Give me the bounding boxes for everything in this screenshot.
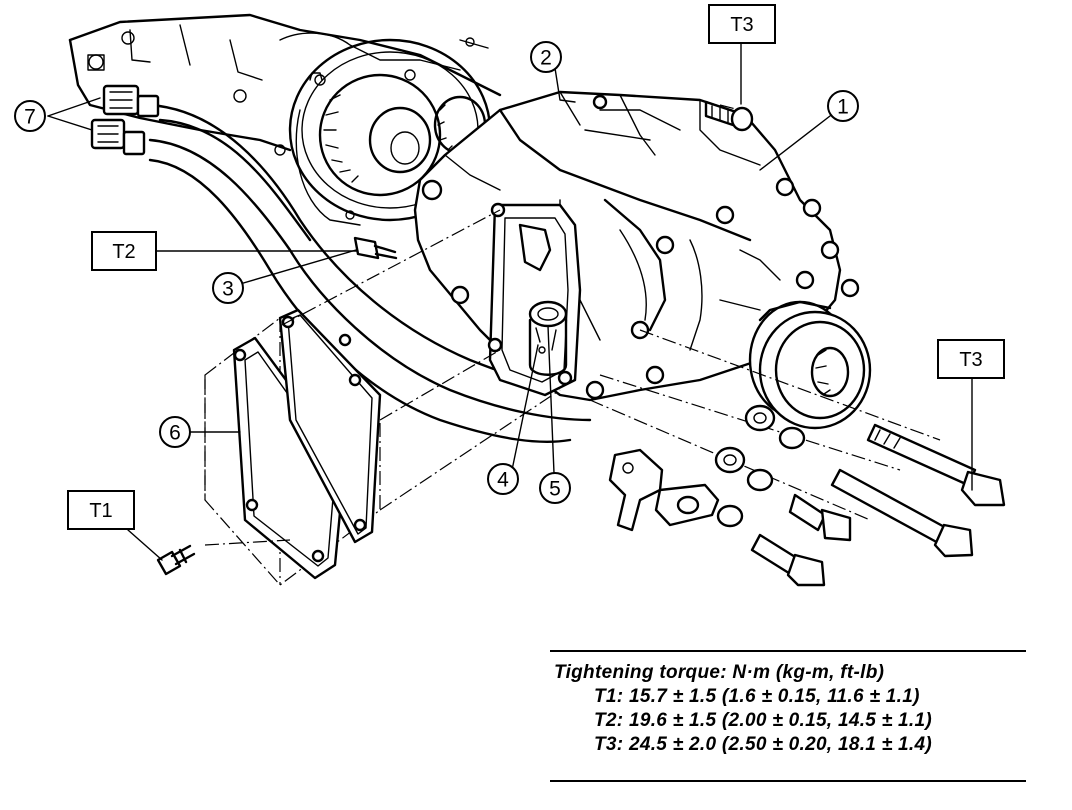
callout-4-label: 4: [497, 469, 509, 492]
callout-5: 5: [539, 472, 571, 504]
callout-7: 7: [14, 100, 46, 132]
torque-row-t3: T3: 24.5 ± 2.0 (2.50 ± 0.20, 18.1 ± 1.4): [594, 734, 932, 755]
callout-1: 1: [827, 90, 859, 122]
torque-box-t3-right-label: T3: [959, 349, 982, 371]
bolt-t1: [156, 544, 196, 576]
torque-box-t3-right: T3: [937, 339, 1005, 379]
callout-7-label: 7: [24, 106, 36, 129]
torque-box-t2-label: T2: [112, 241, 135, 263]
torque-box-t1: T1: [67, 490, 135, 530]
torque-table-title: Tightening torque: N·m (kg-m, ft-lb): [554, 662, 885, 683]
bolts-t3: [750, 423, 1006, 587]
torque-box-t3-top-label: T3: [730, 14, 753, 36]
callout-1-label: 1: [837, 96, 849, 119]
callout-3: 3: [212, 272, 244, 304]
rear-cover-gasket: [278, 308, 382, 544]
callout-2: 2: [530, 41, 562, 73]
leader-lines: [47, 42, 973, 561]
torque-box-t2: T2: [91, 231, 157, 271]
callout-6: 6: [159, 416, 191, 448]
housing-cover-opening: [487, 202, 582, 397]
torque-row-t2: T2: 19.6 ± 1.5 (2.00 ± 0.15, 14.5 ± 1.1): [594, 710, 932, 731]
callout-6-label: 6: [169, 422, 181, 445]
connectors: [90, 84, 160, 156]
bolt-t2: [353, 236, 398, 260]
table-top-rule: [550, 650, 1026, 652]
torque-box-t1-label: T1: [89, 500, 112, 522]
table-bottom-rule: [550, 780, 1026, 782]
rear-cover: [204, 317, 381, 586]
mounting-bracket: [608, 448, 720, 532]
callout-3-label: 3: [222, 278, 234, 301]
transmission-housing: [68, 13, 502, 152]
washers-and-nuts: [714, 404, 806, 528]
bolt-t3-top: [704, 100, 754, 132]
torque-row-t1: T1: 15.7 ± 1.5 (1.6 ± 0.15, 11.6 ± 1.1): [594, 686, 920, 707]
output-flange: [748, 300, 872, 430]
callout-4: 4: [487, 463, 519, 495]
callout-2-label: 2: [540, 47, 552, 70]
torque-box-t3-top: T3: [708, 4, 776, 44]
torque-specification-table: Tightening torque: N·m (kg-m, ft-lb) T1:…: [550, 650, 1026, 782]
drain-plug-and-seal: [528, 300, 568, 376]
callout-5-label: 5: [549, 478, 561, 501]
